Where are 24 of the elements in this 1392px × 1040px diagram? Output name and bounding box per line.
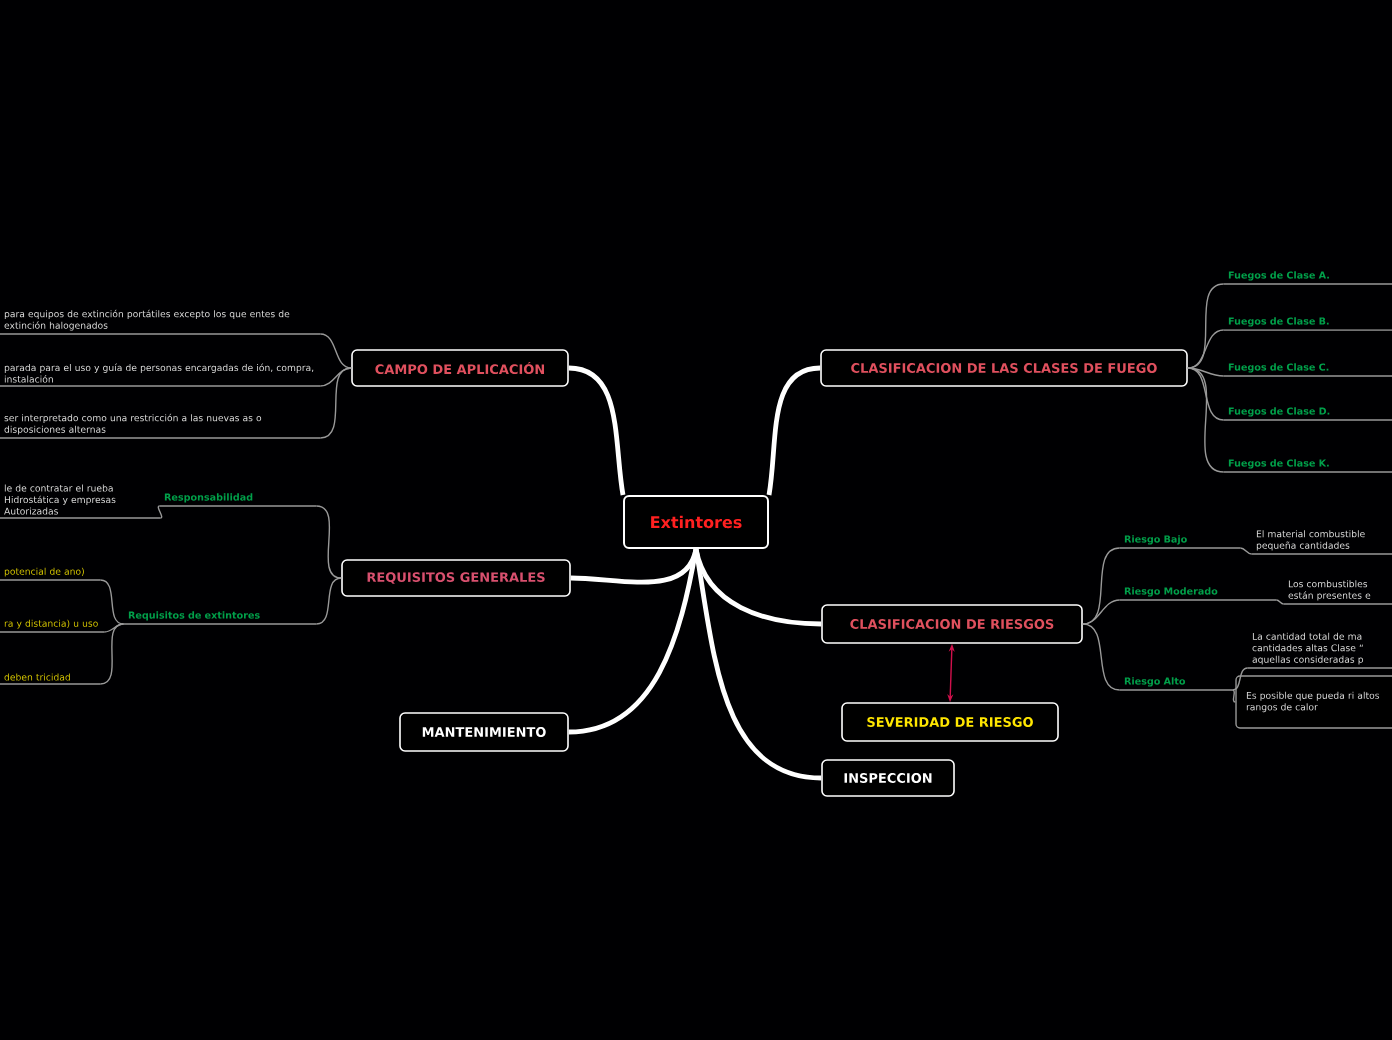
branch-line bbox=[319, 333, 352, 369]
branch-line bbox=[1239, 547, 1253, 555]
branch-line bbox=[1231, 667, 1249, 691]
branch-line bbox=[1275, 599, 1285, 605]
branch-line bbox=[570, 548, 699, 585]
branch-line bbox=[157, 505, 163, 519]
branch-line bbox=[1187, 367, 1225, 421]
branch-line bbox=[568, 365, 626, 496]
branch-line bbox=[1187, 283, 1225, 369]
branch-line bbox=[99, 623, 125, 685]
branch-line bbox=[315, 577, 342, 625]
branch-line bbox=[1231, 689, 1236, 703]
branch-line bbox=[1187, 367, 1225, 473]
central-topic-box: Extintores bbox=[623, 495, 769, 549]
branch-line bbox=[99, 579, 125, 625]
branch-line bbox=[693, 548, 822, 627]
branch-line bbox=[568, 548, 699, 735]
branch-line bbox=[315, 505, 342, 579]
branch-line bbox=[319, 367, 352, 439]
branch-line bbox=[1082, 599, 1121, 625]
branch-line bbox=[766, 365, 821, 496]
branch-line bbox=[693, 548, 822, 781]
branch-line bbox=[1082, 623, 1121, 691]
branch-line bbox=[1187, 329, 1225, 369]
